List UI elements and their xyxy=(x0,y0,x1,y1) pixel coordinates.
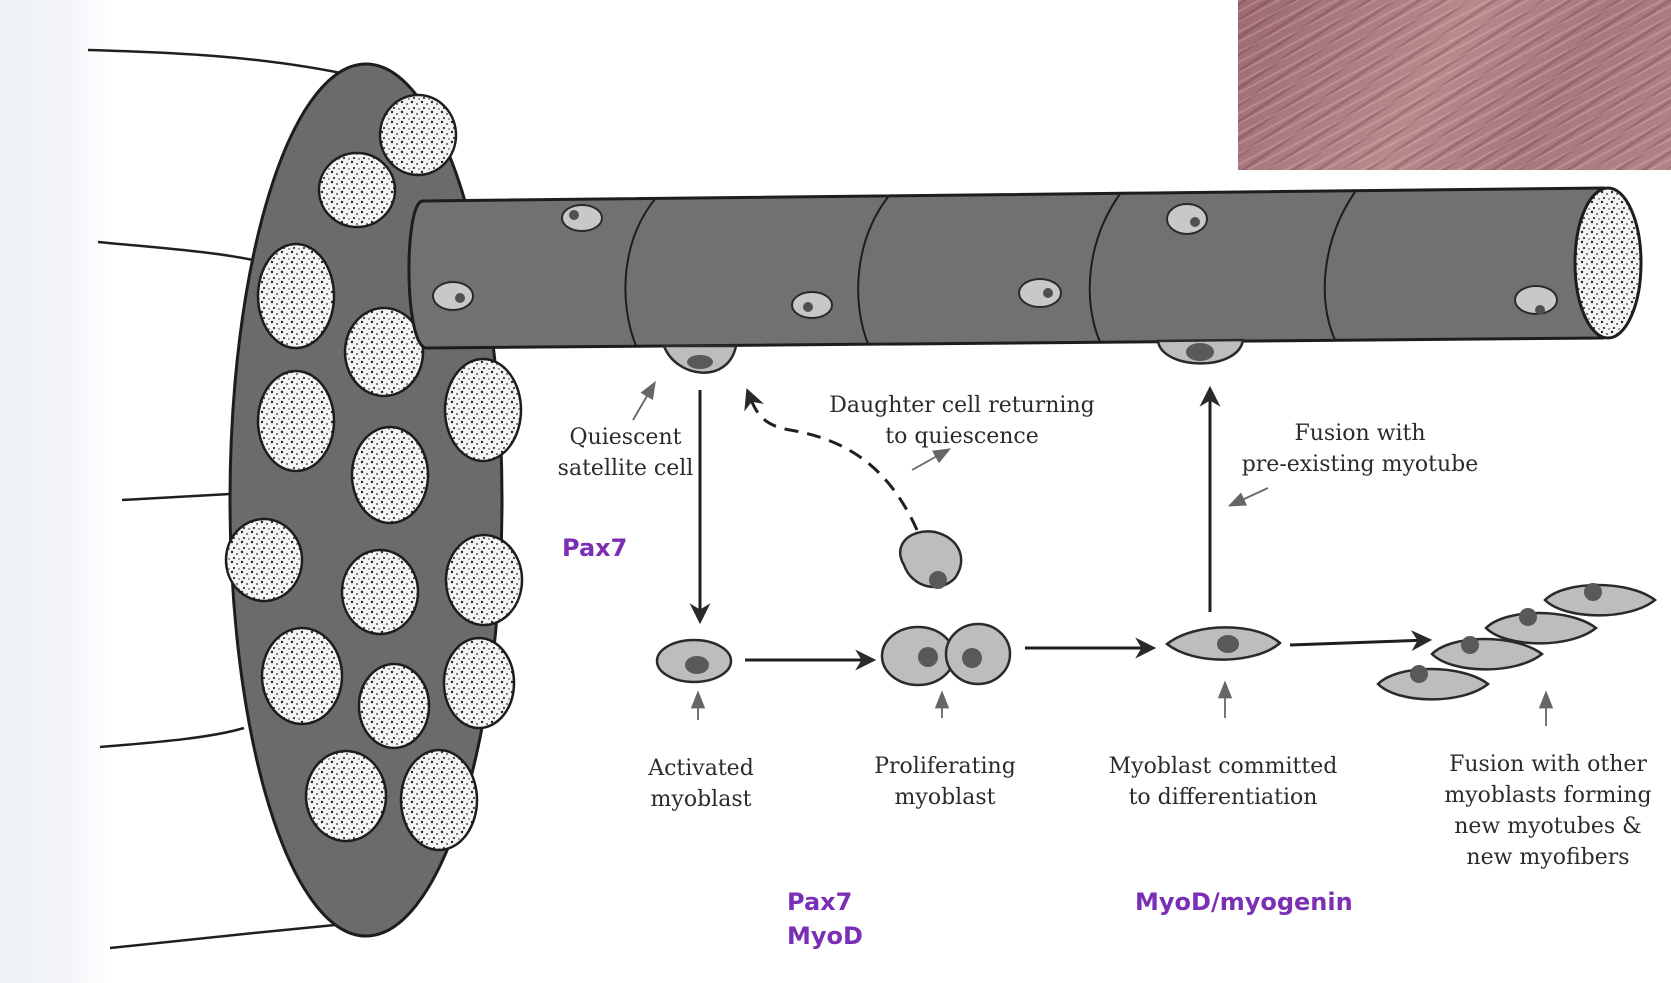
bundle-fiber xyxy=(352,427,428,523)
fiber-nucleus xyxy=(1019,279,1061,307)
committed-myoblast xyxy=(1167,627,1280,659)
marker-proliferating: Pax7 MyoD xyxy=(787,885,863,953)
bundle-fiber xyxy=(319,153,395,227)
fiber-nucleus xyxy=(562,205,602,231)
fiber-nucleus xyxy=(433,282,473,310)
bundle-fiber xyxy=(342,550,418,634)
fiber-nucleus xyxy=(1167,204,1207,234)
bundle-line xyxy=(122,494,230,500)
pointer-daughter xyxy=(912,450,948,470)
fusion-other-label: Fusion with other myoblasts forming new … xyxy=(1428,749,1668,873)
marker-quiescent: Pax7 xyxy=(562,531,627,565)
committed-myoblast-label: Myoblast committed to differentiation xyxy=(1088,751,1358,813)
activated-myoblast xyxy=(657,640,731,682)
fused-nucleus xyxy=(1158,340,1243,363)
bundle-fiber xyxy=(359,664,429,748)
bundle-fiber xyxy=(226,519,302,601)
bundle-line xyxy=(100,728,244,747)
bundle-fiber xyxy=(444,638,514,728)
muscle-fiber-bundle xyxy=(226,64,522,936)
fiber-end xyxy=(1575,188,1641,338)
bundle-fiber xyxy=(262,628,342,724)
activated-myoblast-label: Activated myoblast xyxy=(622,753,780,815)
bundle-fiber xyxy=(258,371,334,471)
bundle-line xyxy=(98,242,262,262)
myofiber xyxy=(409,188,1641,348)
bundle-fiber xyxy=(401,750,477,850)
pointer-quiescent xyxy=(633,384,654,420)
satellite-cell xyxy=(664,346,736,373)
arrow-fusion xyxy=(1290,640,1428,645)
daughter-cell-label: Daughter cell returning to quiescence xyxy=(812,390,1112,452)
pointer-fusion-existing xyxy=(1231,488,1268,505)
proliferating-myoblast-label: Proliferating myoblast xyxy=(860,751,1030,813)
bundle-fiber xyxy=(445,359,521,461)
bundle-line xyxy=(88,50,355,76)
proliferating-myoblast xyxy=(882,624,1010,685)
bundle-line xyxy=(110,925,335,948)
daughter-cell xyxy=(900,531,961,589)
bundle-fiber xyxy=(380,95,456,175)
bundle-fiber xyxy=(258,244,334,348)
marker-committed: MyoD/myogenin xyxy=(1135,885,1353,919)
quiescent-satellite-label: Quiescent satellite cell xyxy=(538,422,713,484)
bundle-fiber xyxy=(345,308,423,396)
bundle-fiber xyxy=(306,751,386,841)
fusion-existing-label: Fusion with pre-existing myotube xyxy=(1230,418,1490,480)
bundle-fiber xyxy=(446,535,522,625)
